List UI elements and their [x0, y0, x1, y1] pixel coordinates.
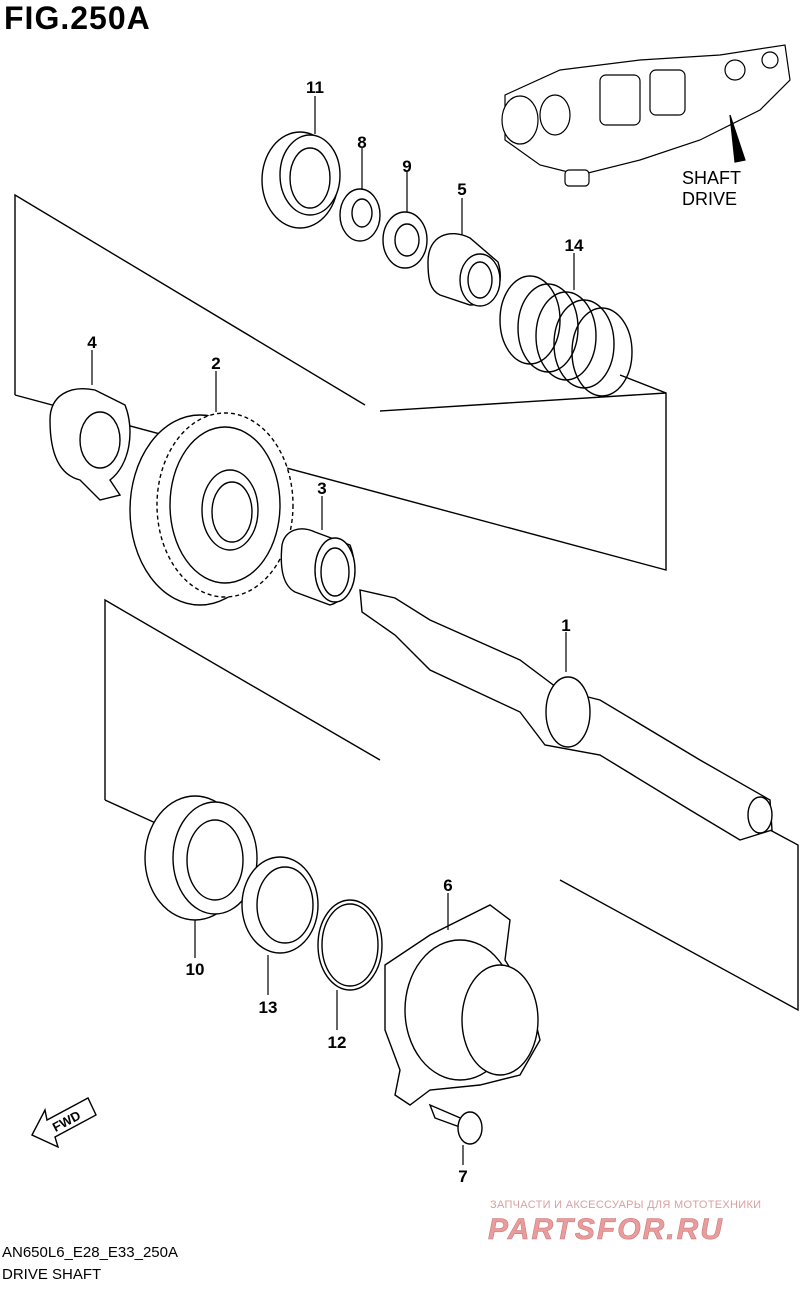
upper-assembly-outline: [14, 374, 667, 571]
upper-assembly-outline: [14, 193, 366, 406]
callout-12: 12: [327, 1033, 347, 1052]
callout-3: 3: [317, 479, 327, 498]
part-9-washer: [382, 211, 428, 269]
callout-leaders: [91, 96, 575, 1165]
callout-6: 6: [443, 876, 453, 895]
callout-5: 5: [457, 180, 467, 199]
part-1-drive-shaft: [359, 589, 773, 841]
callout-11: 11: [306, 78, 324, 97]
part-11-oil-seal: [261, 131, 341, 229]
part-2-gear: [129, 412, 294, 606]
part-8-nut: [339, 188, 381, 242]
figure-name: DRIVE SHAFT: [2, 1266, 102, 1283]
callout-13: 13: [258, 998, 278, 1017]
figure-code: AN650L6_E28_E33_250A: [2, 1244, 178, 1261]
upper-assembly-outline: [379, 392, 667, 412]
figure-title: FIG.250A: [4, 0, 151, 36]
fwd-arrow-icon: [31, 1097, 97, 1149]
callout-14: 14: [564, 236, 584, 255]
part-5-spring-holder: [427, 233, 501, 307]
callout-7: 7: [458, 1167, 468, 1186]
part-7-bolt: [428, 1103, 483, 1145]
callout-10: 10: [185, 960, 205, 979]
callout-1: 1: [561, 616, 571, 635]
part-12-o-ring: [317, 899, 383, 991]
callout-2: 2: [211, 354, 221, 373]
lower-assembly-outline: [559, 829, 799, 1012]
part-14-spring: [499, 275, 633, 397]
part-6-housing: [384, 904, 541, 1106]
callout-8: 8: [357, 133, 367, 152]
callout-4: 4: [87, 333, 97, 352]
shaft-drive-inset-illustration: [501, 44, 791, 187]
part-3-bushing: [280, 528, 356, 606]
watermark-logo: PARTSFOR.RU: [488, 1213, 724, 1247]
lower-assembly-outline: [104, 799, 161, 826]
part-4-drive-dog: [49, 388, 131, 501]
lower-assembly-outline: [104, 598, 381, 800]
part-13-seal: [241, 856, 319, 954]
callout-9: 9: [402, 157, 412, 176]
shaft-drive-label: SHAFT DRIVE: [682, 168, 741, 209]
watermark-tagline: ЗАПЧАСТИ И АКСЕССУАРЫ ДЛЯ МОТОТЕХНИКИ: [490, 1199, 762, 1211]
part-10-bearing: [144, 795, 258, 921]
watermark-brand: PARTSFOR.RU: [488, 1213, 724, 1246]
